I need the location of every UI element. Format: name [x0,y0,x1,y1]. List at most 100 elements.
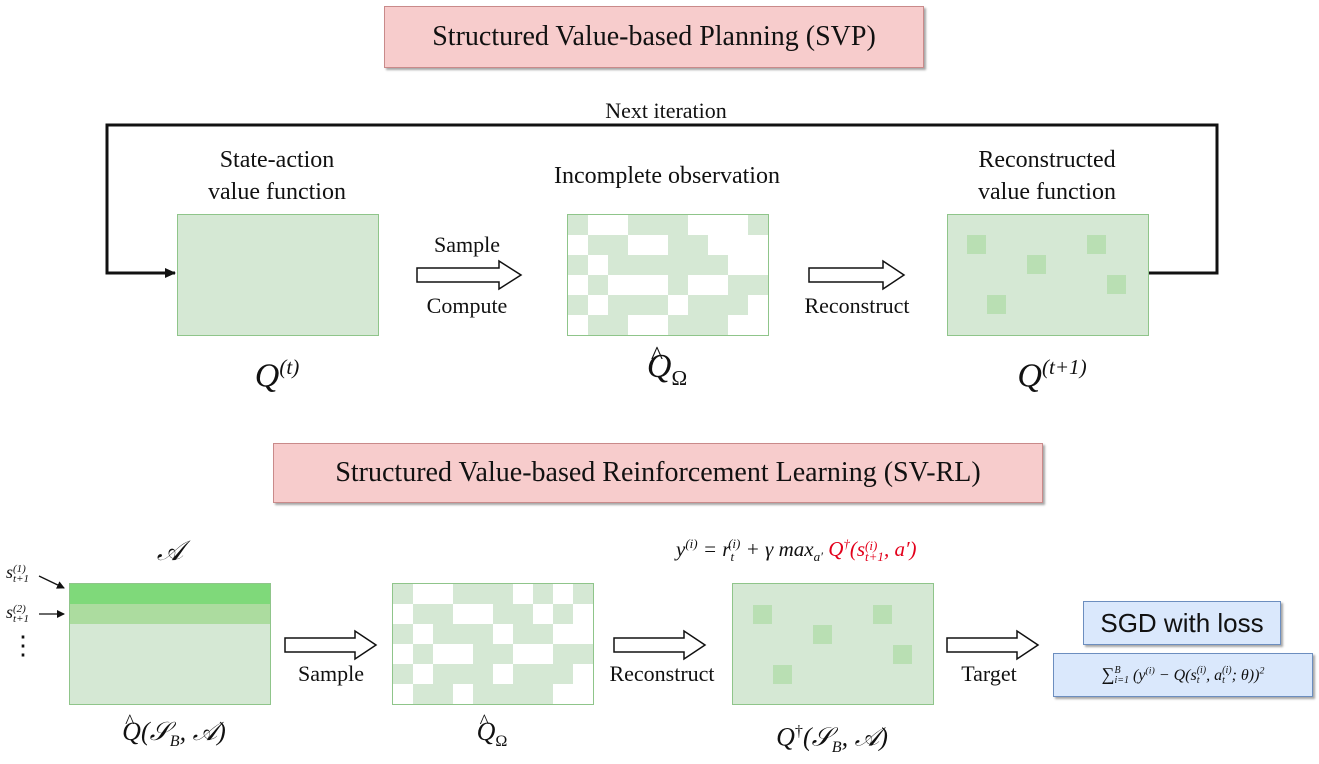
reconstructed-caption-line1: Reconstructed [978,147,1116,173]
reconstructed-entry [893,645,912,664]
sgd-title-box: SGD with loss [1083,601,1281,645]
reconstructed-entry [753,605,772,624]
observed-entry [433,604,453,624]
missing-entry [728,215,748,235]
q-dagger-matrix [732,583,934,705]
observed-entry [648,215,668,235]
reconstructed-entry [1107,275,1126,294]
missing-entry [533,604,553,624]
target-equation: y(i) = rt(i) + γ maxa′ Q†(s(i)t+1, a′) [676,536,917,565]
missing-entry [708,215,728,235]
observed-entry [533,664,553,684]
missing-entry [628,235,648,255]
observed-entry [393,664,413,684]
observed-entry [473,684,493,704]
reconstruct-arrow-bottom [613,629,707,661]
observed-entry [708,295,728,315]
observed-entry [473,664,493,684]
observed-entry [533,684,553,704]
missing-entry [568,275,588,295]
observed-entry [688,235,708,255]
observed-entry [688,255,708,275]
observed-entry [728,295,748,315]
observed-entry [648,295,668,315]
missing-entry [493,624,513,644]
missing-entry [648,235,668,255]
observed-entry [553,664,573,684]
observed-entry [433,684,453,704]
reconstructed-entry [1087,235,1106,254]
observed-entry [648,255,668,275]
observed-entry [393,584,413,604]
observed-entry [533,624,553,644]
observed-entry [493,684,513,704]
missing-entry [413,624,433,644]
state-pointer-arrows [38,575,65,618]
q-hat-omega-batch-label: Q^Ω [476,711,508,751]
missing-entry [608,215,628,235]
missing-entry [628,315,648,335]
observed-entry [668,215,688,235]
observed-entry [433,624,453,644]
compute-label: Compute [426,293,508,318]
svp-title-text: Structured Value-based Planning (SVP) [432,21,876,52]
reconstructed-entry [813,625,832,644]
missing-entry [708,235,728,255]
reconstruct-arrow [808,259,906,291]
missing-entry [413,584,433,604]
action-set-label: 𝒜 [156,536,184,567]
missing-entry [688,215,708,235]
observed-entry [573,584,593,604]
observed-entry [533,584,553,604]
missing-entry [433,584,453,604]
reconstructed-entry [987,295,1006,314]
missing-entry [393,604,413,624]
more-states-ellipsis: ⋮ [10,631,36,660]
sample-label: Sample [434,232,500,257]
batch-q-matrix [69,583,271,705]
missing-entry [553,624,573,644]
observed-entry [608,315,628,335]
state-action-caption-line2: value function [208,179,346,205]
missing-entry [513,584,533,604]
missing-entry [568,315,588,335]
reconstructed-entry [773,665,792,684]
sample-compute-arrow [416,259,523,291]
highlighted-row-2 [70,604,270,624]
observed-entry [553,644,573,664]
iteration-loop-arrow [105,123,1219,278]
observed-entry [608,255,628,275]
observed-entry [493,644,513,664]
observed-entry [668,315,688,335]
observed-entry [513,604,533,624]
missing-entry [433,644,453,664]
observed-entry [708,255,728,275]
observed-entry [688,315,708,335]
observed-entry [588,235,608,255]
target-label: Target [961,661,1017,686]
missing-entry [573,684,593,704]
observed-entry [568,295,588,315]
missing-entry [553,584,573,604]
missing-entry [748,235,768,255]
missing-entry [393,644,413,664]
missing-entry [453,604,473,624]
q-t1-matrix [947,214,1149,336]
sample-arrow-bottom [284,629,378,661]
q-t1-label: Q(t+1) [1017,355,1087,395]
state-label-2: s(2)t+1 [6,602,29,625]
sample-label-bottom: Sample [298,661,364,686]
missing-entry [648,315,668,335]
missing-entry [393,684,413,704]
state-action-caption-line1: State-action [219,147,335,173]
svp-title: Structured Value-based Planning (SVP) [384,6,924,68]
missing-entry [708,275,728,295]
missing-entry [553,684,573,704]
missing-entry [748,255,768,275]
next-iteration-label: Next iteration [605,98,727,123]
svrl-title-text: Structured Value-based Reinforcement Lea… [335,457,981,488]
observed-entry [513,624,533,644]
observed-entry [413,604,433,624]
q-dagger-label: Q†(𝒮B, 𝒜) [776,722,888,756]
observed-entry [413,684,433,704]
